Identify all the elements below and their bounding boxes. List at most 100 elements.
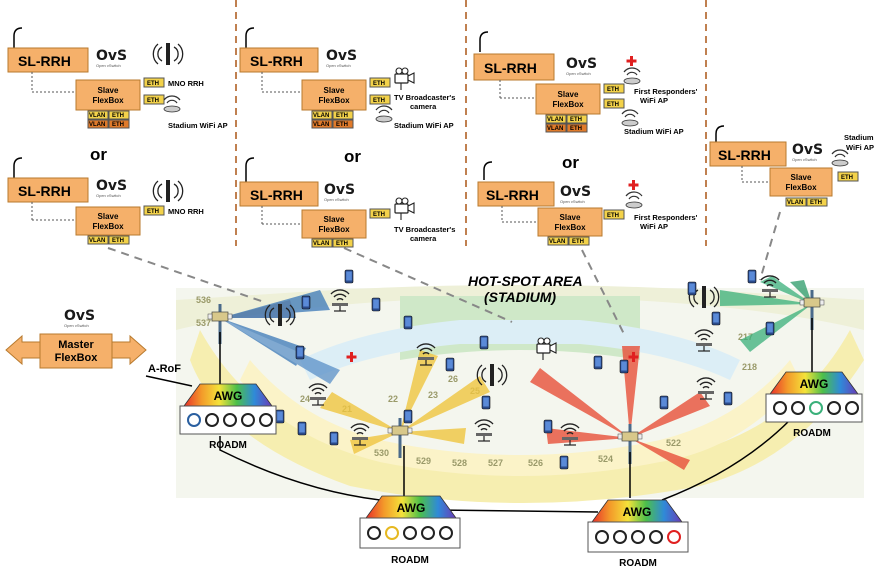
svg-text:AWG: AWG bbox=[214, 389, 243, 403]
svg-text:Open vSwitch: Open vSwitch bbox=[96, 193, 121, 198]
svg-text:VLAN: VLAN bbox=[89, 113, 105, 119]
svg-text:26: 26 bbox=[448, 374, 458, 384]
svg-text:SL-RRH: SL-RRH bbox=[718, 147, 771, 163]
svg-text:Stadium WiFi AP: Stadium WiFi AP bbox=[624, 127, 684, 136]
svg-text:527: 527 bbox=[488, 458, 503, 468]
mno-rrh-icon bbox=[152, 179, 184, 203]
panel2-blockA: SL-RRH OvS Open vSwitch Slave FlexBox ET… bbox=[239, 27, 455, 130]
svg-text:First Responders': First Responders' bbox=[634, 213, 698, 222]
svg-text:FlexBox: FlexBox bbox=[92, 222, 124, 231]
svg-text:First Responders': First Responders' bbox=[634, 87, 698, 96]
svg-text:24: 24 bbox=[300, 394, 310, 404]
svg-text:Open vSwitch: Open vSwitch bbox=[792, 157, 817, 162]
svg-text:VLAN: VLAN bbox=[549, 239, 565, 245]
svg-text:camera: camera bbox=[410, 234, 437, 243]
svg-text:ETH: ETH bbox=[810, 200, 822, 206]
svg-text:Open vSwitch: Open vSwitch bbox=[96, 63, 121, 68]
svg-text:TV Broadcaster's: TV Broadcaster's bbox=[394, 93, 455, 102]
svg-text:OvS: OvS bbox=[560, 184, 591, 200]
svg-text:FlexBox: FlexBox bbox=[55, 352, 99, 364]
svg-text:ETH: ETH bbox=[841, 175, 853, 181]
svg-text:OvS: OvS bbox=[324, 182, 355, 198]
tv-camera-icon bbox=[394, 67, 415, 91]
svg-text:OvS: OvS bbox=[566, 56, 597, 72]
leader-lines bbox=[107, 211, 781, 335]
svg-text:SL-RRH: SL-RRH bbox=[250, 53, 303, 69]
stadium-devices bbox=[264, 269, 780, 470]
svg-text:Master: Master bbox=[58, 339, 94, 351]
panel3-blockB: SL-RRH OvS Open vSwitch Slave FlexBox ET… bbox=[477, 161, 698, 246]
svg-text:VLAN: VLAN bbox=[547, 126, 563, 132]
svg-text:ETH: ETH bbox=[373, 212, 385, 218]
svg-text:MNO RRH: MNO RRH bbox=[168, 207, 204, 216]
svg-text:ETH: ETH bbox=[112, 122, 124, 128]
svg-text:SL-RRH: SL-RRH bbox=[486, 187, 539, 203]
or-text-2: or bbox=[344, 147, 361, 166]
svg-text:FlexBox: FlexBox bbox=[785, 183, 817, 192]
svg-text:ETH: ETH bbox=[570, 117, 582, 123]
svg-text:OvS: OvS bbox=[64, 308, 95, 324]
svg-text:VLAN: VLAN bbox=[89, 238, 105, 244]
svg-text:Open vSwitch: Open vSwitch bbox=[560, 199, 585, 204]
svg-text:217: 217 bbox=[738, 332, 753, 342]
svg-text:524: 524 bbox=[598, 454, 613, 464]
svg-text:ETH: ETH bbox=[607, 213, 619, 219]
wifi-ap-icon bbox=[831, 149, 849, 167]
svg-text:ETH: ETH bbox=[572, 239, 584, 245]
svg-text:Stadium: Stadium bbox=[844, 133, 874, 142]
awg-roadm-center-right: AWG ROADM bbox=[587, 499, 689, 568]
svg-text:ETH: ETH bbox=[570, 126, 582, 132]
svg-text:Open vSwitch: Open vSwitch bbox=[326, 63, 351, 68]
svg-text:FlexBox: FlexBox bbox=[552, 100, 584, 109]
svg-text:Slave: Slave bbox=[324, 215, 345, 224]
svg-text:VLAN: VLAN bbox=[547, 117, 563, 123]
svg-text:VLAN: VLAN bbox=[313, 113, 329, 119]
svg-text:VLAN: VLAN bbox=[313, 241, 329, 247]
svg-text:FlexBox: FlexBox bbox=[92, 96, 124, 105]
stadium-background: 536 537 530 529 528 527 526 524 522 217 … bbox=[176, 285, 864, 503]
svg-text:ROADM: ROADM bbox=[619, 558, 657, 568]
wifi-ap-icon bbox=[621, 109, 639, 127]
svg-text:23: 23 bbox=[428, 390, 438, 400]
svg-text:ROADM: ROADM bbox=[209, 440, 247, 451]
wifi-ap-icon bbox=[375, 105, 393, 123]
mno-rrh-icon bbox=[152, 42, 184, 66]
svg-text:ETH: ETH bbox=[607, 102, 619, 108]
svg-text:ROADM: ROADM bbox=[391, 555, 429, 566]
svg-text:FlexBox: FlexBox bbox=[318, 96, 350, 105]
svg-text:MNO RRH: MNO RRH bbox=[168, 79, 204, 88]
svg-text:Open vSwitch: Open vSwitch bbox=[64, 323, 89, 328]
svg-text:ETH: ETH bbox=[112, 238, 124, 244]
a-rof-label: A-RoF bbox=[148, 363, 181, 375]
svg-text:WiFi AP: WiFi AP bbox=[640, 222, 668, 231]
svg-text:OvS: OvS bbox=[792, 142, 823, 158]
svg-text:22: 22 bbox=[388, 394, 398, 404]
awg-roadm-left: AWG ROADM bbox=[179, 383, 277, 451]
first-responders-ap-icon bbox=[625, 180, 643, 209]
first-responders-ap-icon bbox=[623, 56, 641, 85]
svg-text:FlexBox: FlexBox bbox=[318, 225, 350, 234]
svg-text:Slave: Slave bbox=[560, 213, 581, 222]
svg-text:TV Broadcaster's: TV Broadcaster's bbox=[394, 225, 455, 234]
svg-text:ETH: ETH bbox=[373, 81, 385, 87]
svg-text:camera: camera bbox=[410, 102, 437, 111]
svg-text:SL-RRH: SL-RRH bbox=[484, 60, 537, 76]
or-text-3: or bbox=[562, 153, 579, 172]
svg-text:AWG: AWG bbox=[623, 505, 652, 519]
master-flexbox: OvS Open vSwitch Master FlexBox bbox=[5, 308, 147, 369]
wifi-ap-icon bbox=[163, 95, 181, 113]
svg-text:Slave: Slave bbox=[98, 86, 119, 95]
fiber-links bbox=[219, 318, 813, 513]
panel1-blockB: SL-RRH OvS Open vSwitch Slave FlexBox ET… bbox=[7, 157, 204, 245]
svg-text:SL-RRH: SL-RRH bbox=[250, 187, 303, 203]
svg-text:ETH: ETH bbox=[336, 122, 348, 128]
svg-text:ETH: ETH bbox=[147, 81, 159, 87]
svg-text:ETH: ETH bbox=[336, 113, 348, 119]
svg-text:FlexBox: FlexBox bbox=[554, 223, 586, 232]
svg-text:OvS: OvS bbox=[96, 178, 127, 194]
svg-text:Open vSwitch: Open vSwitch bbox=[566, 71, 591, 76]
green-beams bbox=[720, 276, 812, 352]
svg-text:WiFi AP: WiFi AP bbox=[846, 143, 874, 152]
svg-text:OvS: OvS bbox=[326, 48, 357, 64]
